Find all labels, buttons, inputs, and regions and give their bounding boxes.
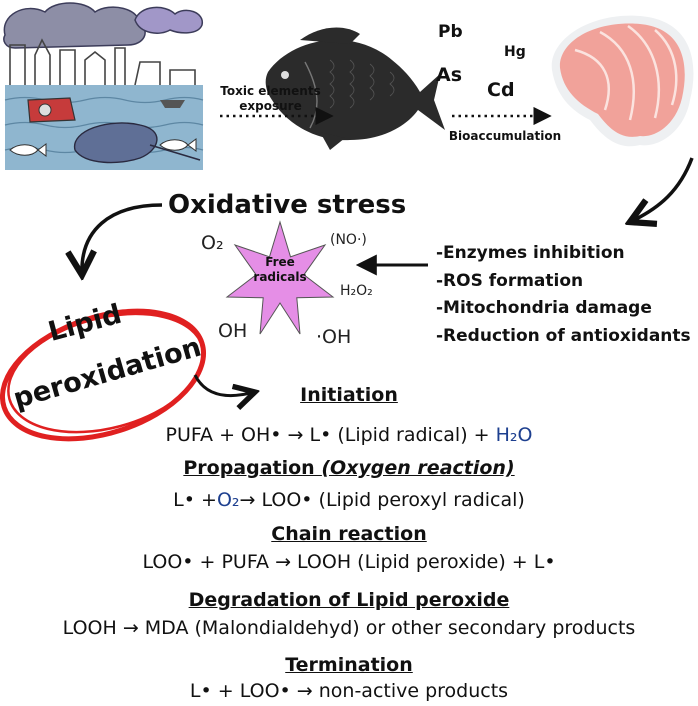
degradation-heading: Degradation of Lipid peroxide bbox=[188, 589, 510, 611]
radical-no: (NO·) bbox=[330, 232, 367, 248]
fish-illustration bbox=[265, 27, 445, 150]
termination-equation: L• + LOO• → non-active products bbox=[189, 680, 509, 702]
initiation-heading: Initiation bbox=[300, 384, 398, 406]
effect-item: -Reduction of antioxidants bbox=[436, 325, 691, 346]
chain-reaction-heading: Chain reaction bbox=[271, 523, 427, 545]
bioaccumulation-label: Bioaccumulation bbox=[448, 129, 562, 143]
stress-to-lipid-arrow bbox=[82, 203, 163, 275]
effect-item: -Mitochondria damage bbox=[436, 298, 652, 318]
element-cd: Cd bbox=[487, 79, 515, 101]
lipid-to-reactions-arrow bbox=[193, 374, 255, 396]
oxidative-stress-title: Oxidative stress bbox=[168, 190, 407, 220]
element-pb: Pb bbox=[438, 22, 463, 42]
propagation-equation: L• +O₂→ LOO• (Lipid peroxyl radical) bbox=[173, 489, 525, 511]
radical-h2o2: H₂O₂ bbox=[340, 283, 373, 299]
element-as: As bbox=[436, 64, 463, 86]
chain-reaction-equation: LOO• + PUFA → LOOH (Lipid peroxide) + L• bbox=[142, 551, 556, 573]
free-radicals-label: Free radicals bbox=[253, 255, 307, 284]
salmon-to-effects-arrow bbox=[630, 157, 694, 222]
radical-o2: O₂ bbox=[201, 232, 224, 254]
radical-oh: OH bbox=[218, 320, 248, 342]
element-hg: Hg bbox=[504, 44, 526, 60]
salmon-steak-illustration bbox=[551, 15, 694, 147]
free-radicals-star bbox=[225, 220, 335, 335]
termination-heading: Termination bbox=[285, 654, 413, 676]
exposure-label: Toxic elements exposure bbox=[220, 84, 321, 113]
effects-list: -Enzymes inhibition -ROS formation -Mito… bbox=[436, 240, 691, 350]
pollution-scene-illustration bbox=[0, 0, 205, 172]
effect-item: -Enzymes inhibition bbox=[436, 243, 625, 263]
propagation-heading: Propagation (Oxygen reaction) bbox=[183, 457, 515, 479]
radical-oh-dot: ·OH bbox=[316, 326, 352, 348]
initiation-equation: PUFA + OH• → L• (Lipid radical) + H₂O bbox=[165, 424, 533, 446]
lipid-peroxidation-ellipse bbox=[0, 308, 207, 442]
effect-item: -ROS formation bbox=[436, 270, 584, 291]
degradation-equation: LOOH → MDA (Malondialdehyd) or other sec… bbox=[62, 617, 636, 639]
